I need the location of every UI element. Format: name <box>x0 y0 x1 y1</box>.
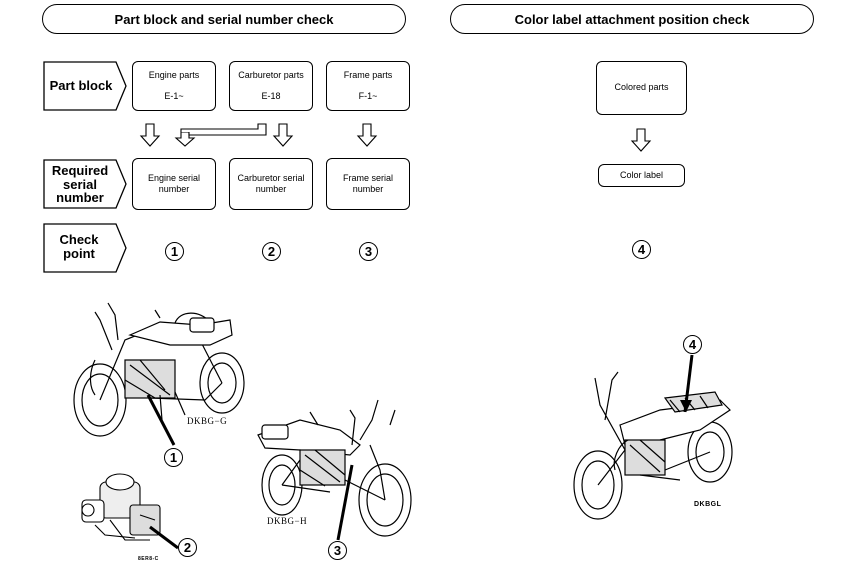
part-block-carburetor-code: E-18 <box>261 91 281 101</box>
row-label-shape-serial <box>43 159 127 209</box>
marker-2: 2 <box>178 538 197 557</box>
pointer-line-1 <box>146 394 176 446</box>
down-arrow-engine <box>140 123 160 147</box>
marker-3: 3 <box>328 541 347 560</box>
row-label-part-block: Part block <box>49 78 113 93</box>
part-block-engine-name: Engine parts <box>148 69 200 80</box>
serial-engine: Engine serial number <box>132 158 216 210</box>
down-arrow-frame <box>357 123 377 147</box>
carburetor-caption: 8ER8-C <box>138 556 159 562</box>
marker-4: 4 <box>683 335 702 354</box>
pointer-line-3 <box>336 464 354 541</box>
down-arrow-carburetor <box>273 123 293 147</box>
row-label-check-point: Check point <box>59 232 99 261</box>
part-block-frame: Frame parts F-1~ <box>326 61 410 111</box>
engine-bike-caption: DKBG−G <box>187 416 228 426</box>
left-panel-title: Part block and serial number check <box>42 4 406 34</box>
motorcycle-frame-illustration <box>257 399 412 537</box>
serial-frame: Frame serial number <box>326 158 410 210</box>
down-arrow-color <box>631 128 651 152</box>
marker-1: 1 <box>164 448 183 467</box>
part-block-engine-code: E-1~ <box>164 91 184 101</box>
check-point-1: 1 <box>165 242 184 261</box>
row-label-shape-part-block <box>43 61 127 111</box>
row-label-required-serial: Required serial number <box>51 163 109 206</box>
pointer-line-2 <box>149 525 179 550</box>
motorcycle-color-illustration <box>573 371 733 520</box>
row-label-shape-check <box>43 223 127 273</box>
part-block-engine: Engine parts E-1~ <box>132 61 216 111</box>
right-panel-title: Color label attachment position check <box>450 4 814 34</box>
color-bike-caption: DKBGL <box>694 501 722 508</box>
carb-branch-line <box>180 123 267 136</box>
colored-parts-box: Colored parts <box>596 61 687 115</box>
serial-carburetor: Carburetor serial number <box>229 158 313 210</box>
check-point-3: 3 <box>359 242 378 261</box>
part-block-carburetor-name: Carburetor parts <box>238 69 304 80</box>
check-point-4: 4 <box>632 240 651 259</box>
frame-bike-caption: DKBG−H <box>267 516 308 526</box>
part-block-carburetor: Carburetor parts E-18 <box>229 61 313 111</box>
part-block-frame-code: F-1~ <box>358 91 378 101</box>
part-block-frame-name: Frame parts <box>343 69 393 80</box>
check-point-2: 2 <box>262 242 281 261</box>
motorcycle-engine-illustration <box>73 302 245 437</box>
carburetor-illustration <box>81 473 161 541</box>
color-label-box: Color label <box>598 164 685 187</box>
